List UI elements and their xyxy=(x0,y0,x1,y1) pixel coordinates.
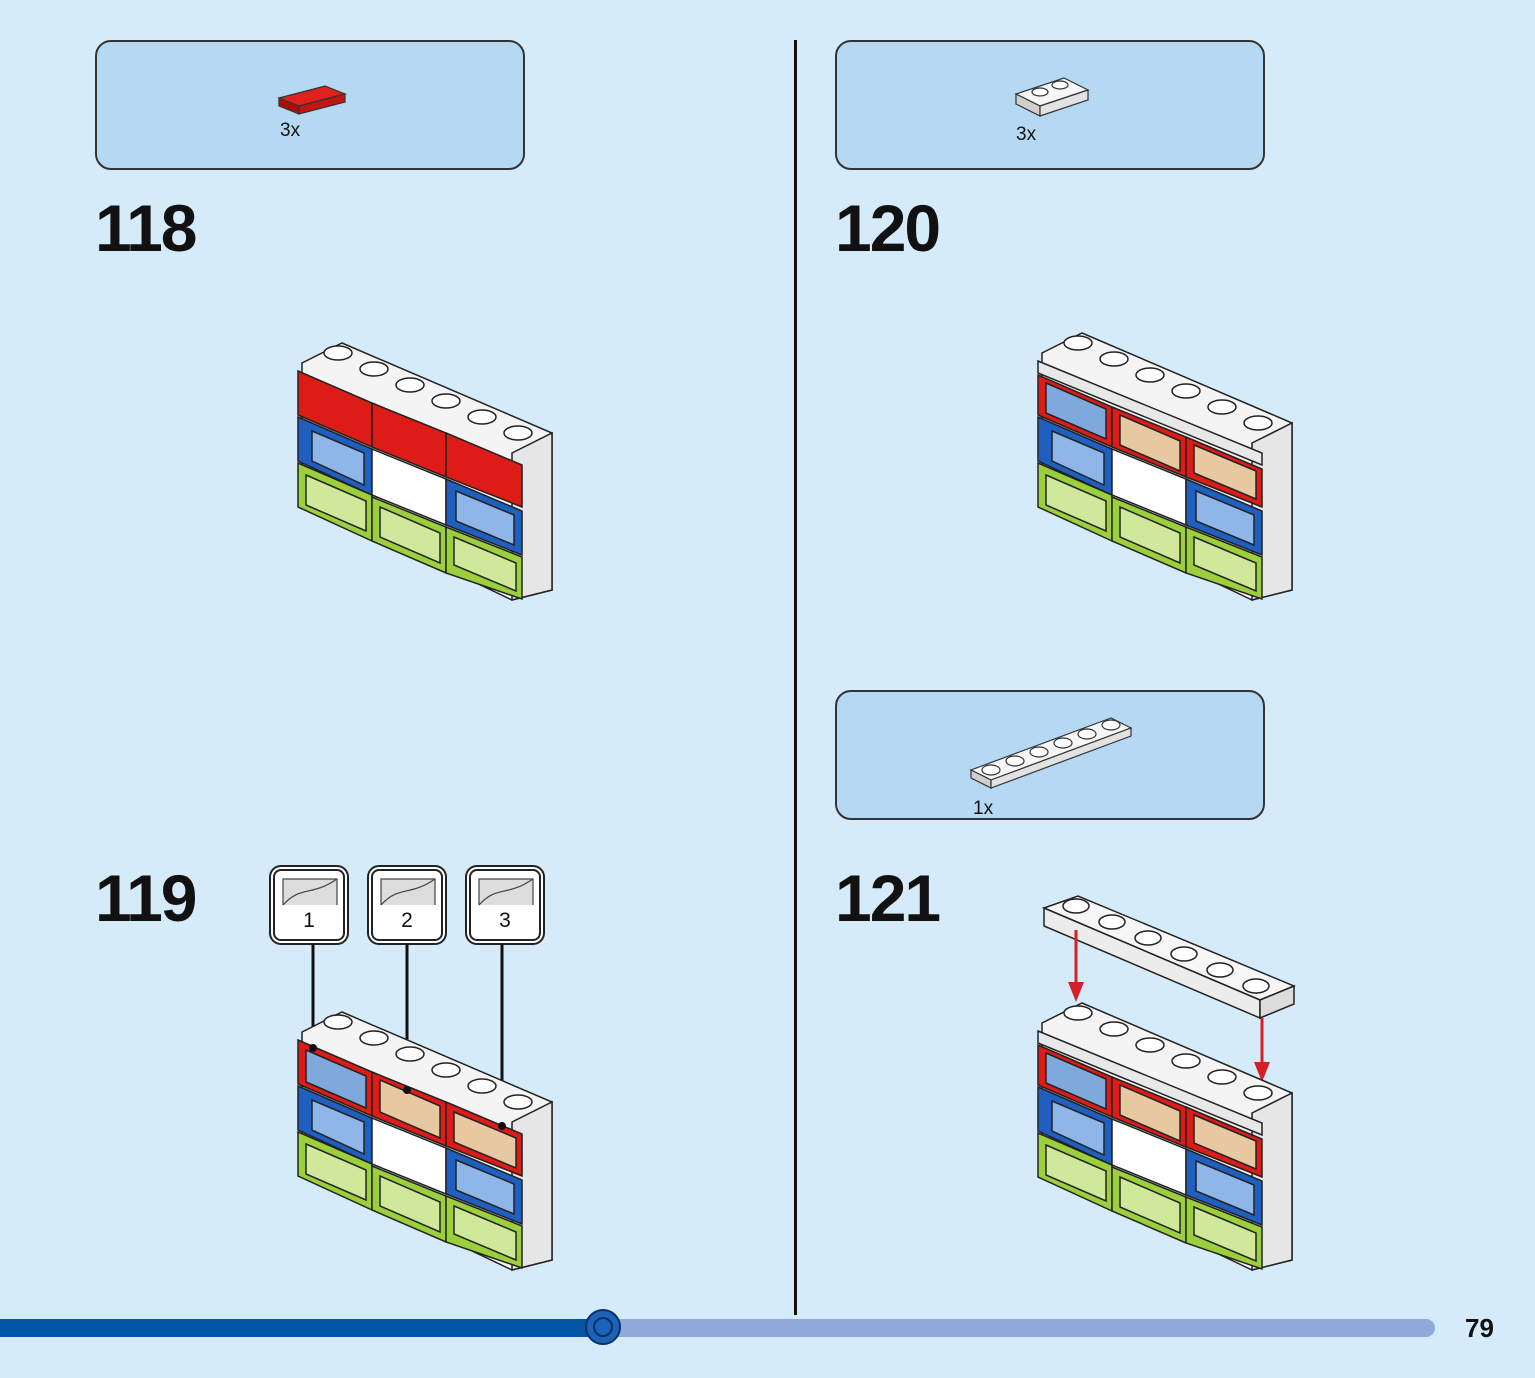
sticker-icon xyxy=(282,878,338,906)
progress-fill xyxy=(0,1319,603,1337)
part-quantity: 1x xyxy=(973,798,994,819)
wall-assembly-120 xyxy=(1037,332,1293,601)
step-number-120: 120 xyxy=(835,191,941,265)
sticker-number: 1 xyxy=(303,909,315,932)
parts-callout-118: 3x xyxy=(95,40,525,170)
sticker-number: 3 xyxy=(499,909,511,932)
wall-assembly-121 xyxy=(1037,895,1296,1271)
step-number-119: 119 xyxy=(95,861,197,935)
wall-assembly-118 xyxy=(297,342,553,601)
progress-knob xyxy=(585,1309,621,1345)
sticker-number: 2 xyxy=(401,909,413,932)
parts-callout-120: 3x xyxy=(835,40,1265,170)
page-number: 79 xyxy=(1465,1313,1494,1343)
down-arrow-icon xyxy=(1068,930,1270,1082)
white-plate-1x6-icon xyxy=(969,717,1133,789)
sticker-callout-2: 2 xyxy=(371,869,443,941)
white-plate-1x6 xyxy=(1041,895,1296,1020)
column-divider xyxy=(794,40,797,1315)
sticker-callout-3: 3 xyxy=(469,869,541,941)
step-number-118: 118 xyxy=(95,191,197,265)
sticker-callout-1: 1 xyxy=(273,869,345,941)
white-plate-1x2-icon xyxy=(1014,77,1090,117)
step-number-121: 121 xyxy=(835,861,941,935)
sticker-icon xyxy=(380,878,436,906)
sticker-icon xyxy=(478,878,534,906)
parts-callout-121: 1x xyxy=(835,690,1265,820)
part-quantity: 3x xyxy=(280,120,301,141)
red-tile-1x2-icon xyxy=(277,85,347,115)
part-quantity: 3x xyxy=(1016,124,1037,145)
wall-assembly-119 xyxy=(297,944,553,1271)
